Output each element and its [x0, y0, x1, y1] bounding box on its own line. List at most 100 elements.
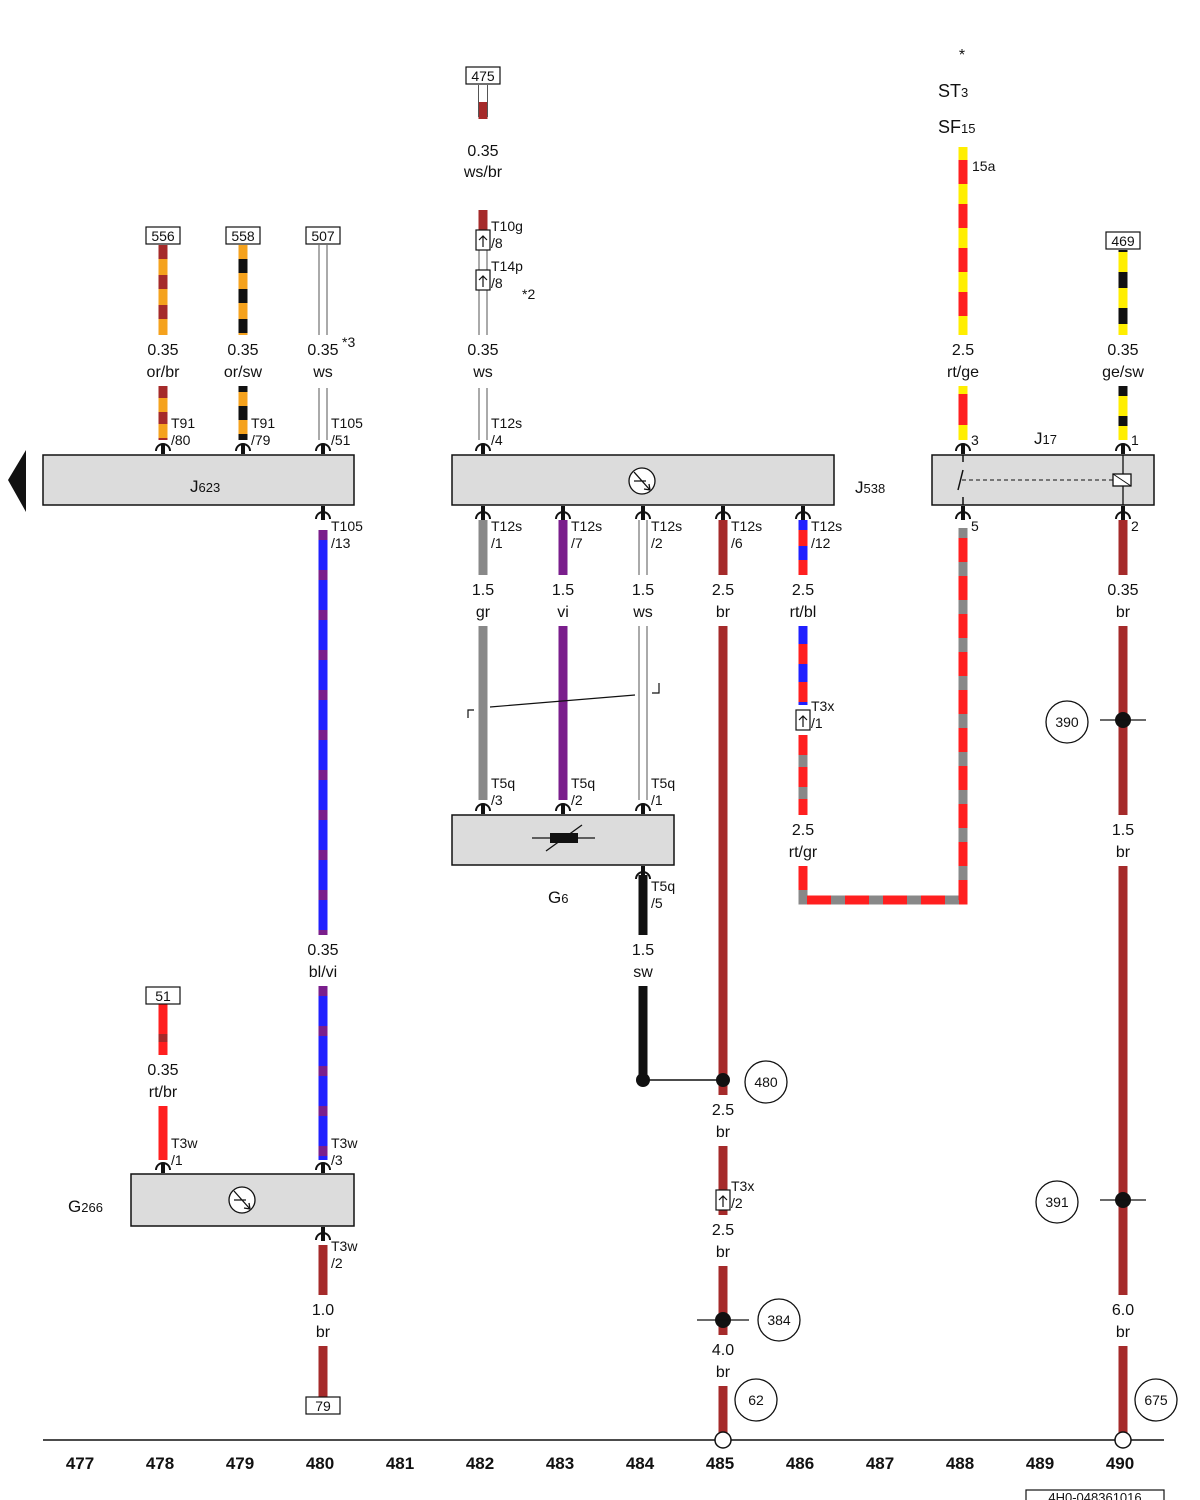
pin-num: /2	[651, 535, 663, 551]
wire-size: 4.0	[712, 1342, 734, 1359]
wire-color: br	[1116, 604, 1131, 621]
pin-num: 1	[1131, 432, 1139, 448]
wire-size: 2.5	[792, 822, 814, 839]
ground-terminal-485[interactable]	[714, 1431, 732, 1449]
ref-box-558[interactable]: 558	[225, 226, 261, 245]
column-number: 482	[466, 1454, 494, 1473]
column-number: 486	[786, 1454, 814, 1473]
ground-terminal-490[interactable]	[1114, 1431, 1132, 1449]
thermistor-slash	[545, 824, 583, 852]
pin-num: 2	[1131, 518, 1139, 534]
pin-conn: T5q	[571, 775, 595, 791]
junction-dot	[636, 1073, 650, 1087]
shield-line	[467, 709, 474, 718]
component-g266[interactable]: G266	[68, 1173, 355, 1227]
circle-ref-390[interactable]: 390	[1045, 700, 1089, 744]
pin-num: /7	[571, 535, 583, 551]
ref-label: 475	[471, 68, 495, 84]
j538-label: J538	[855, 478, 885, 497]
ref-label: 469	[1111, 233, 1135, 249]
ref-box-79[interactable]: 79	[305, 1396, 341, 1415]
pin-conn: T5q	[651, 878, 675, 894]
component-j623[interactable]: J623	[42, 454, 355, 506]
wire-size: 0.35	[307, 942, 338, 959]
terminal-dots	[161, 444, 1125, 1241]
pin-num: /5	[651, 895, 663, 911]
wire-color: rt/ge	[947, 364, 979, 381]
wire-color: rt/bl	[790, 604, 817, 621]
inline-connector-t3x-2[interactable]	[715, 1189, 731, 1211]
pin-num: /13	[331, 535, 351, 551]
star-note: *	[959, 47, 965, 64]
ref-box-469[interactable]: 469	[1105, 231, 1141, 250]
wire-color: br	[716, 1364, 731, 1381]
column-number: 483	[546, 1454, 574, 1473]
ref-box-556[interactable]: 556	[145, 226, 181, 245]
pin-conn: T12s	[731, 518, 762, 534]
circle-ref-62[interactable]: 62	[734, 1378, 778, 1422]
pin-conn: T3w	[331, 1238, 358, 1254]
ref-box-475[interactable]: 475	[465, 66, 501, 85]
page-arrow-left-icon[interactable]	[8, 450, 26, 512]
fuse-pin-label: 15a	[972, 158, 996, 174]
wire-size: 0.35	[467, 342, 498, 359]
ref-label: 556	[151, 228, 175, 244]
pin-num: /2	[571, 792, 583, 808]
pin-conn: T12s	[491, 518, 522, 534]
circle-ref-391[interactable]: 391	[1035, 1180, 1079, 1224]
column-number: 484	[626, 1454, 655, 1473]
ref-box-507[interactable]: 507	[305, 226, 341, 245]
circle-ref-label: 390	[1055, 714, 1079, 730]
wire-size: 2.5	[952, 342, 974, 359]
inline-connector-t3x-1[interactable]	[795, 709, 811, 731]
component-j538[interactable]: J538	[451, 454, 885, 506]
wire-color: rt/br	[149, 1084, 178, 1101]
wire-size: 1.0	[312, 1302, 334, 1319]
wire-size: 1.5	[632, 942, 654, 959]
inline-connector-t14p[interactable]	[475, 269, 491, 291]
wire-color: or/sw	[224, 364, 263, 381]
motor-arrow	[633, 471, 651, 491]
pin-conn: T3w	[171, 1135, 198, 1151]
circle-ref-384[interactable]: 384	[757, 1298, 801, 1342]
wire-color: ws	[472, 364, 493, 381]
g266-label: G266	[68, 1197, 103, 1216]
component-g6[interactable]: G6	[451, 814, 675, 907]
inline-connector-t10g[interactable]	[475, 229, 491, 251]
wire-color: br	[1116, 1324, 1131, 1341]
g6-label: G6	[548, 888, 568, 907]
pin-conn: T12s	[811, 518, 842, 534]
circle-ref-675[interactable]: 675	[1134, 1378, 1178, 1422]
wire-size: 0.35	[1107, 342, 1138, 359]
wire-color: br	[716, 604, 731, 621]
ref-box-51[interactable]: 51	[145, 986, 181, 1005]
pin-num: /3	[491, 792, 503, 808]
pin-conn: T5q	[491, 775, 515, 791]
relay-contact-icon	[957, 455, 964, 505]
pin-num: /1	[491, 535, 503, 551]
wire-color: br	[1116, 844, 1131, 861]
column-number: 488	[946, 1454, 974, 1473]
pin-num: /1	[651, 792, 663, 808]
wire-color: ge/sw	[1102, 364, 1144, 381]
pin-conn: T14p	[491, 258, 523, 274]
circle-ref-label: 384	[767, 1312, 791, 1328]
note-3: *3	[342, 334, 355, 350]
pin-conn: T3x	[731, 1178, 754, 1194]
wire-size: 2.5	[712, 1222, 734, 1239]
pin-num: /8	[491, 235, 503, 251]
j623-label: J623	[190, 477, 220, 496]
column-number: 480	[306, 1454, 334, 1473]
component-j17[interactable]: J17	[931, 429, 1155, 506]
circle-ref-480[interactable]: 480	[744, 1060, 788, 1104]
wire-color: ws	[312, 364, 333, 381]
doc-number-text: 4H0-048361016	[1048, 1490, 1141, 1500]
pin-conn: T91	[251, 415, 275, 431]
circle-ref-label: 480	[754, 1074, 778, 1090]
wire-size: 6.0	[1112, 1302, 1134, 1319]
column-number: 478	[146, 1454, 174, 1473]
fuse-sf15: SF15	[938, 117, 975, 137]
shield-line	[489, 694, 636, 708]
pin-num: /6	[731, 535, 743, 551]
